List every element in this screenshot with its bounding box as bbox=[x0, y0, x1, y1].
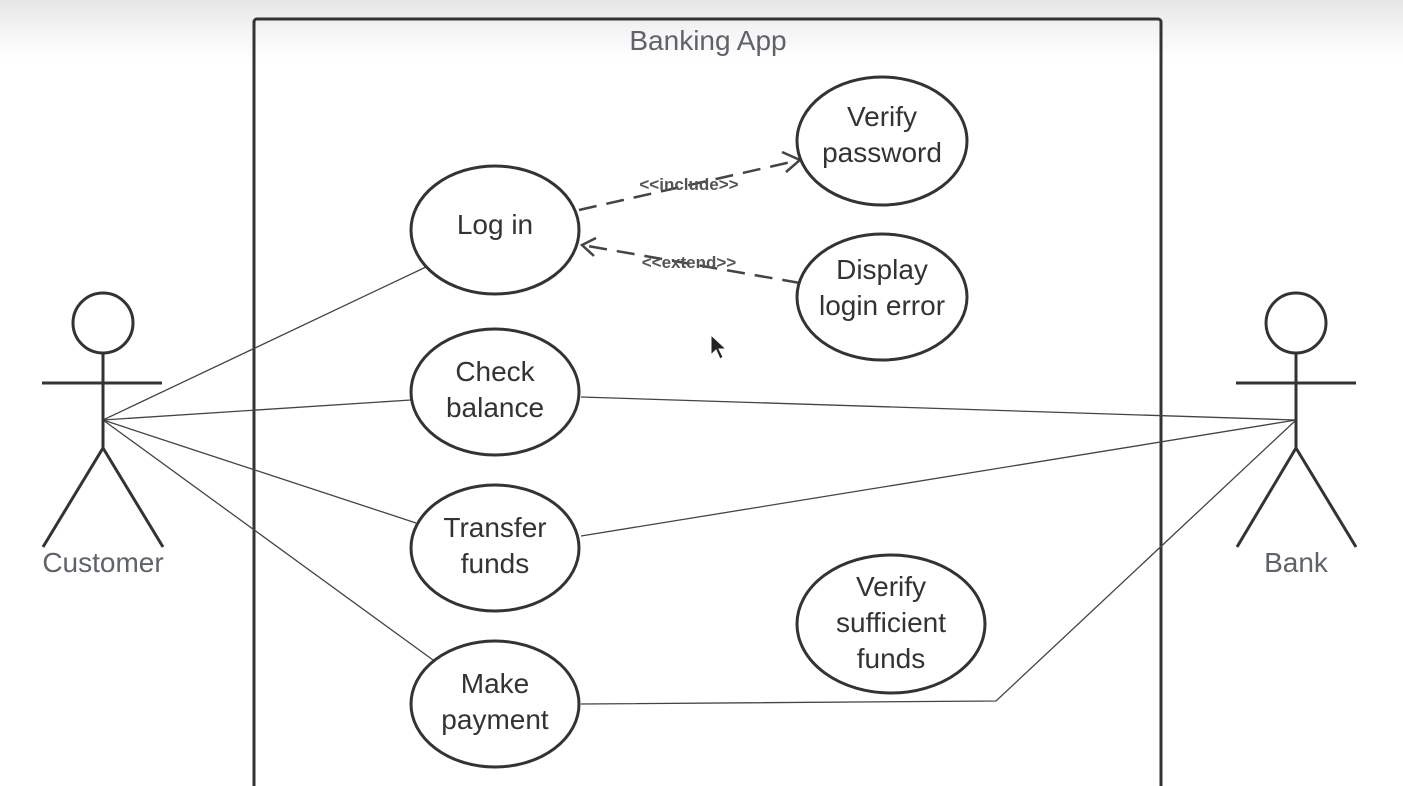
assoc-bank-make-payment bbox=[580, 419, 1297, 705]
use-case-label-line: Verify bbox=[856, 571, 926, 602]
extend-relation: <<extend>> bbox=[579, 236, 801, 285]
use-case-label-line: funds bbox=[857, 643, 926, 674]
assoc-customer-make-payment bbox=[102, 419, 434, 661]
assoc-customer-transfer-funds bbox=[102, 419, 417, 524]
include-dashed-line bbox=[578, 158, 801, 212]
actor-bank[interactable]: Bank bbox=[1235, 291, 1358, 578]
use-case-label-line: funds bbox=[461, 548, 530, 579]
assoc-customer-check-balance bbox=[102, 399, 412, 421]
extend-dashed-line bbox=[581, 243, 801, 285]
use-case-verify-password[interactable]: Verify password bbox=[795, 75, 969, 207]
include-label: <<include>> bbox=[639, 175, 738, 194]
extend-arrowhead bbox=[579, 236, 597, 257]
stick-figure-icon bbox=[1235, 291, 1358, 548]
use-case-label-line: Verify bbox=[847, 101, 917, 132]
stick-figure-icon bbox=[41, 291, 165, 548]
use-case-label-line: Transfer bbox=[443, 512, 546, 543]
use-case-label-line: password bbox=[822, 137, 942, 168]
use-case-log-in[interactable]: Log in bbox=[409, 164, 581, 296]
system-boundary bbox=[252, 17, 1163, 786]
use-case-label-line: Display bbox=[836, 254, 928, 285]
include-relation: <<include>> bbox=[578, 150, 803, 212]
assoc-bank-transfer-funds bbox=[580, 419, 1297, 537]
use-case-label-line: sufficient bbox=[836, 607, 946, 638]
mouse-pointer-icon bbox=[710, 333, 728, 360]
use-case-make-payment[interactable]: Make payment bbox=[409, 639, 581, 769]
use-case-label-line: balance bbox=[446, 392, 544, 423]
use-case-check-balance[interactable]: Check balance bbox=[409, 327, 581, 457]
include-arrowhead bbox=[781, 150, 803, 173]
use-case-label-line: payment bbox=[441, 704, 549, 735]
use-case-transfer-funds[interactable]: Transfer funds bbox=[409, 483, 581, 613]
use-case-label-line: Check bbox=[455, 356, 535, 387]
use-case-display-login-error[interactable]: Display login error bbox=[795, 232, 969, 362]
customer-associations bbox=[102, 266, 434, 661]
actor-customer[interactable]: Customer bbox=[41, 291, 165, 578]
use-case-label-line: Make bbox=[461, 668, 529, 699]
assoc-bank-check-balance bbox=[580, 396, 1297, 421]
extend-label: <<extend>> bbox=[642, 253, 737, 272]
use-case-verify-sufficient-funds[interactable]: Verify sufficient funds bbox=[795, 553, 987, 695]
assoc-customer-log-in bbox=[102, 266, 427, 421]
actor-label: Bank bbox=[1264, 547, 1329, 578]
actor-label: Customer bbox=[42, 547, 163, 578]
use-case-label-line: login error bbox=[819, 290, 945, 321]
system-title: Banking App bbox=[629, 25, 786, 56]
use-case-label-line: Log in bbox=[457, 209, 533, 240]
bank-associations bbox=[580, 396, 1297, 705]
